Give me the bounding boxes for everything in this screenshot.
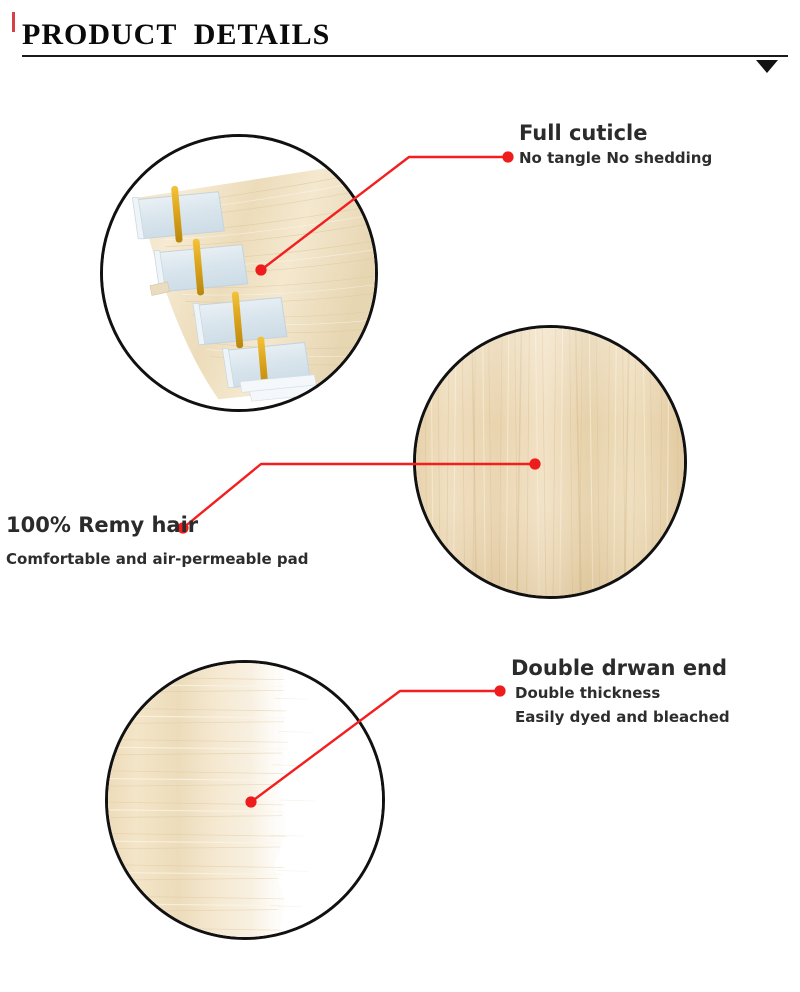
header-divider	[22, 55, 788, 57]
page-header: PRODUCT DETAILS	[0, 0, 800, 80]
callout-double-drawn-end-line-2: Easily dyed and bleached	[515, 708, 730, 726]
callout-remy-hair-heading: 100% Remy hair	[6, 513, 199, 537]
callout-double-drawn-end-heading: Double drwan end	[511, 656, 728, 680]
triangle-down-icon	[756, 60, 778, 73]
photo-circle-tape-in-wefts	[100, 134, 378, 412]
callout-double-drawn-end: Double drwan end Double thickness Easily…	[511, 655, 730, 729]
header-accent-mark	[12, 12, 15, 32]
tape-in-wefts-image	[103, 137, 375, 409]
callout-full-cuticle: Full cuticle No tangle No shedding	[519, 120, 712, 170]
callout-full-cuticle-heading: Full cuticle	[519, 121, 648, 145]
callout-remy-hair: 100% Remy hair Comfortable and air-perme…	[6, 512, 309, 571]
photo-circle-double-drawn-ends	[105, 660, 385, 940]
hair-texture-closeup-image	[416, 328, 684, 596]
callout-remy-hair-line-1: Comfortable and air-permeable pad	[6, 550, 309, 568]
page-title: PRODUCT DETAILS	[22, 18, 331, 51]
photo-circle-hair-texture	[413, 325, 687, 599]
callout-full-cuticle-line-1: No tangle No shedding	[519, 149, 713, 167]
callout-double-drawn-end-line-1: Double thickness	[515, 684, 661, 702]
double-drawn-ends-image	[108, 663, 382, 937]
